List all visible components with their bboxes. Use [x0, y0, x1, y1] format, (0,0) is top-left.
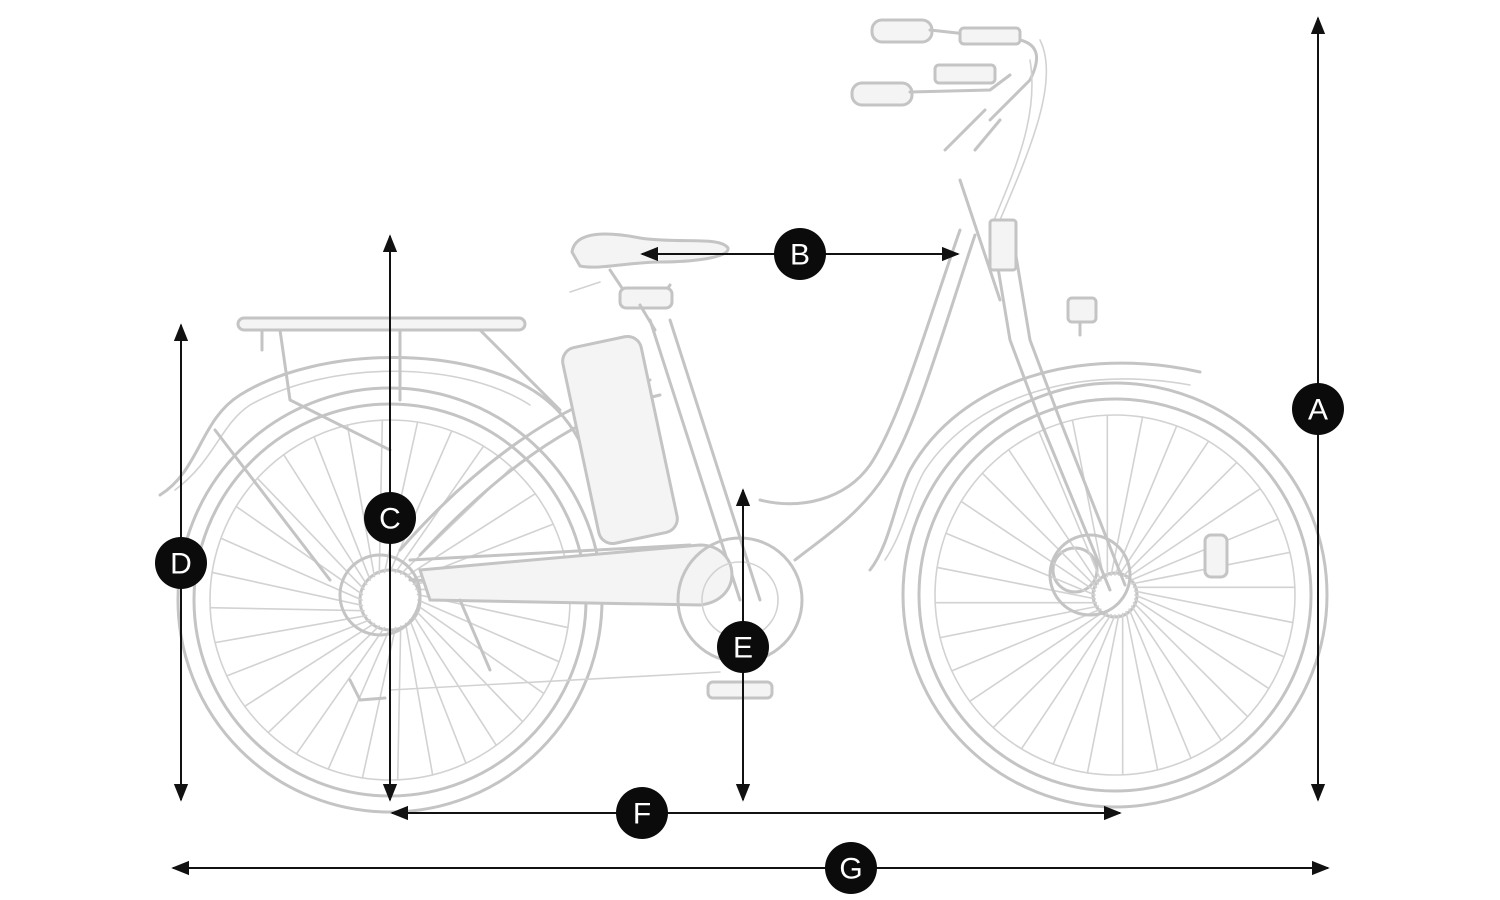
wheel-spoke — [415, 609, 524, 723]
wheel-spoke — [1118, 440, 1210, 577]
wheel-spoke — [1007, 448, 1100, 585]
badge-f-label: F — [633, 798, 651, 831]
badge-g: G — [825, 842, 877, 894]
wheel-spoke — [346, 424, 376, 578]
wheel-spoke — [408, 618, 467, 765]
rear-rack — [213, 316, 562, 582]
chain — [389, 671, 721, 691]
wheel-spoke — [1071, 419, 1105, 580]
wheel-spoke — [412, 614, 498, 747]
wheel-spoke — [220, 537, 363, 601]
dimension-lines — [171, 16, 1330, 876]
wheel-spoke — [1020, 613, 1112, 750]
kickstand — [458, 598, 492, 672]
badge-a: A — [1292, 383, 1344, 435]
headlight — [1066, 296, 1098, 337]
wheel-spoke — [1128, 608, 1192, 760]
wheel-spoke — [1110, 416, 1144, 577]
badge-b-label: B — [790, 239, 810, 272]
wheel-spoke — [225, 618, 372, 677]
badge-d: D — [155, 537, 207, 589]
wheel-spoke — [396, 625, 402, 781]
wheel-spoke — [313, 435, 372, 582]
wheel-spoke — [1086, 613, 1120, 774]
wheel-spoke — [960, 500, 1097, 592]
bike-illustration — [158, 18, 1329, 814]
wheel-spoke — [282, 453, 368, 586]
badge-e: E — [717, 621, 769, 673]
wheel-spoke — [1121, 461, 1238, 578]
battery — [561, 334, 679, 546]
wheel-spoke — [417, 599, 560, 663]
wheel-spoke — [1132, 601, 1249, 718]
wheel-spoke — [1114, 425, 1178, 576]
wheel-spoke — [1130, 605, 1223, 742]
wheel-spoke — [936, 566, 1097, 600]
handlebar — [850, 18, 1048, 231]
wheel-spoke — [1052, 614, 1116, 765]
wheel-spoke — [1038, 430, 1102, 582]
wheel-spoke — [981, 472, 1098, 589]
wheel-spoke — [404, 492, 537, 578]
wheel-spoke — [1133, 598, 1270, 690]
controller-box — [988, 218, 1018, 272]
wheel-spoke — [950, 608, 1102, 672]
badge-g-label: G — [839, 853, 862, 886]
wheel-spoke — [1134, 594, 1285, 658]
badge-f: F — [616, 787, 668, 839]
saddle — [569, 232, 730, 332]
wheel-spoke — [211, 571, 364, 607]
wheel-spoke — [214, 614, 368, 644]
wheel-spoke — [1133, 590, 1294, 624]
badge-a-label: A — [1308, 394, 1328, 427]
wheel-spoke — [295, 626, 386, 755]
wheel-spoke — [968, 610, 1105, 703]
wheel-spoke — [267, 625, 381, 734]
wheel-spoke — [243, 622, 376, 708]
badge-b: B — [774, 228, 826, 280]
wheel-spoke — [992, 612, 1109, 729]
wheel-spoke — [1125, 487, 1262, 580]
front-wheel — [901, 381, 1329, 809]
badge-c-label: C — [379, 503, 401, 536]
pedal — [706, 680, 774, 700]
wheel-spoke — [1125, 610, 1159, 771]
wheel-spoke — [945, 532, 1096, 596]
wheel-spoke — [209, 606, 365, 612]
disc-brake — [1048, 533, 1132, 617]
badge-c: C — [364, 492, 416, 544]
badge-e-label: E — [733, 632, 753, 665]
wheel-spoke — [404, 622, 434, 776]
badge-d-label: D — [170, 548, 192, 581]
front-fender — [868, 361, 1202, 572]
